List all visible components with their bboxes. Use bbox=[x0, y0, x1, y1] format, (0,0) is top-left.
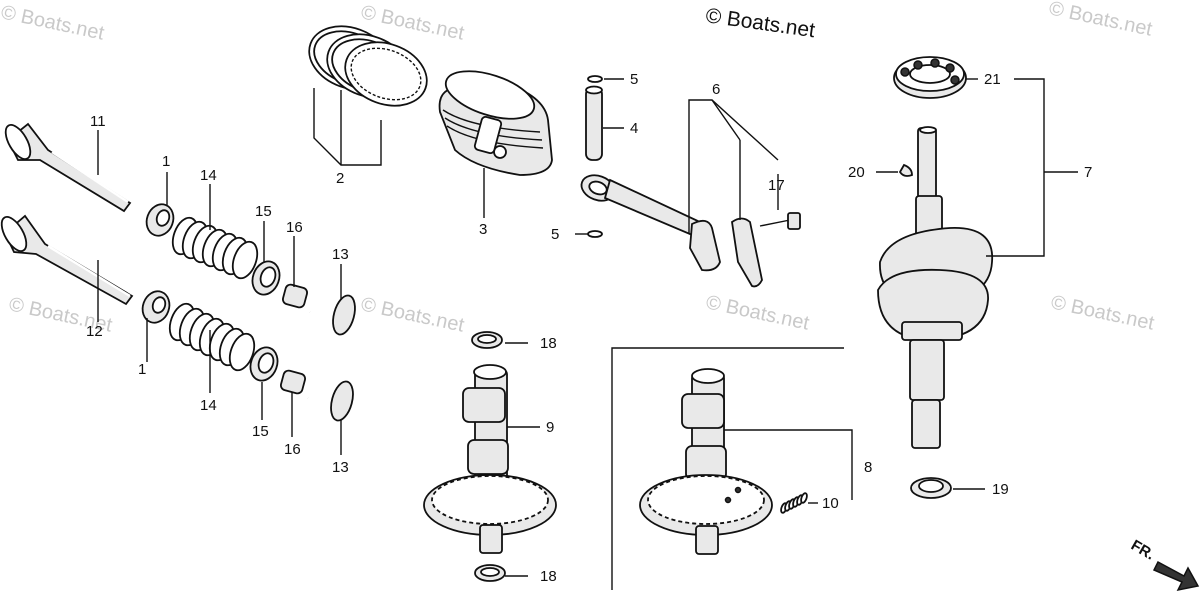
callout-5-upper: 5 bbox=[630, 71, 638, 88]
callout-13-upper: 13 bbox=[332, 246, 349, 263]
callout-1-lower: 1 bbox=[138, 361, 146, 378]
spring-lower bbox=[168, 302, 256, 372]
front-arrow-icon bbox=[1152, 560, 1200, 592]
callout-19: 19 bbox=[992, 481, 1009, 498]
callout-21: 21 bbox=[984, 71, 1001, 88]
collar-lower bbox=[280, 369, 306, 395]
callout-12: 12 bbox=[86, 323, 103, 340]
copyright-text: © Boats.net bbox=[704, 4, 816, 42]
seal-lower bbox=[249, 346, 279, 382]
crankshaft bbox=[877, 126, 993, 449]
callout-20: 20 bbox=[848, 164, 865, 181]
oil-seal-lower bbox=[910, 477, 952, 499]
piston-pin bbox=[585, 85, 603, 161]
callout-7: 7 bbox=[1084, 164, 1092, 181]
rod-bolt bbox=[759, 212, 801, 230]
valve-lower bbox=[0, 214, 134, 306]
callouts: 11 12 1 1 14 14 15 15 16 16 13 13 2 3 5 … bbox=[86, 71, 1092, 585]
retainer-upper bbox=[145, 203, 175, 237]
leader-lines bbox=[97, 78, 1078, 577]
callout-4: 4 bbox=[630, 120, 638, 137]
spring-upper bbox=[171, 216, 259, 280]
callout-5-lower: 5 bbox=[551, 226, 559, 243]
callout-1-upper: 1 bbox=[162, 153, 170, 170]
callout-13-lower: 13 bbox=[332, 459, 349, 476]
washer-lower bbox=[474, 564, 506, 582]
pin-clip-lower bbox=[587, 230, 603, 238]
callout-16-upper: 16 bbox=[286, 219, 303, 236]
watermark-6: © Boats.net bbox=[704, 291, 812, 334]
watermark-1: © Boats.net bbox=[0, 1, 106, 44]
watermark-3: © Boats.net bbox=[1047, 0, 1155, 41]
callout-15-upper: 15 bbox=[255, 203, 272, 220]
callout-16-lower: 16 bbox=[284, 441, 301, 458]
front-label: FR. bbox=[1128, 537, 1157, 564]
watermark-5: © Boats.net bbox=[359, 293, 467, 336]
pin-clip-upper bbox=[587, 75, 603, 83]
callout-2: 2 bbox=[336, 170, 344, 187]
callout-18-upper: 18 bbox=[540, 335, 557, 352]
ball-bearing bbox=[893, 56, 967, 99]
tappet-lower bbox=[307, 380, 354, 422]
callout-6: 6 bbox=[712, 81, 720, 98]
washer-upper bbox=[471, 331, 503, 349]
callout-9: 9 bbox=[546, 419, 554, 436]
piston bbox=[438, 70, 553, 176]
callout-11: 11 bbox=[90, 113, 106, 130]
callout-15-lower: 15 bbox=[252, 423, 269, 440]
valve-upper bbox=[4, 122, 132, 213]
connecting-rod bbox=[580, 174, 763, 288]
callout-3: 3 bbox=[479, 221, 487, 238]
collar-upper bbox=[282, 283, 308, 309]
seal-upper bbox=[251, 260, 281, 296]
tappet-upper bbox=[309, 294, 356, 336]
woodruff-key bbox=[898, 163, 913, 177]
camshaft-9 bbox=[423, 364, 557, 554]
callout-17: 17 bbox=[768, 177, 785, 194]
spring-10 bbox=[780, 492, 808, 514]
camshaft-assembly-box bbox=[611, 347, 844, 590]
front-direction-indicator: FR. bbox=[1128, 537, 1200, 592]
callout-14-lower: 14 bbox=[200, 397, 217, 414]
callout-10: 10 bbox=[822, 495, 839, 512]
callout-14-upper: 14 bbox=[200, 167, 217, 184]
retainer-lower bbox=[141, 290, 171, 324]
callout-18-lower: 18 bbox=[540, 568, 557, 585]
watermark-7: © Boats.net bbox=[1049, 291, 1157, 334]
callout-8: 8 bbox=[864, 459, 872, 476]
camshaft-8 bbox=[639, 368, 773, 555]
piston-rings bbox=[308, 25, 428, 107]
